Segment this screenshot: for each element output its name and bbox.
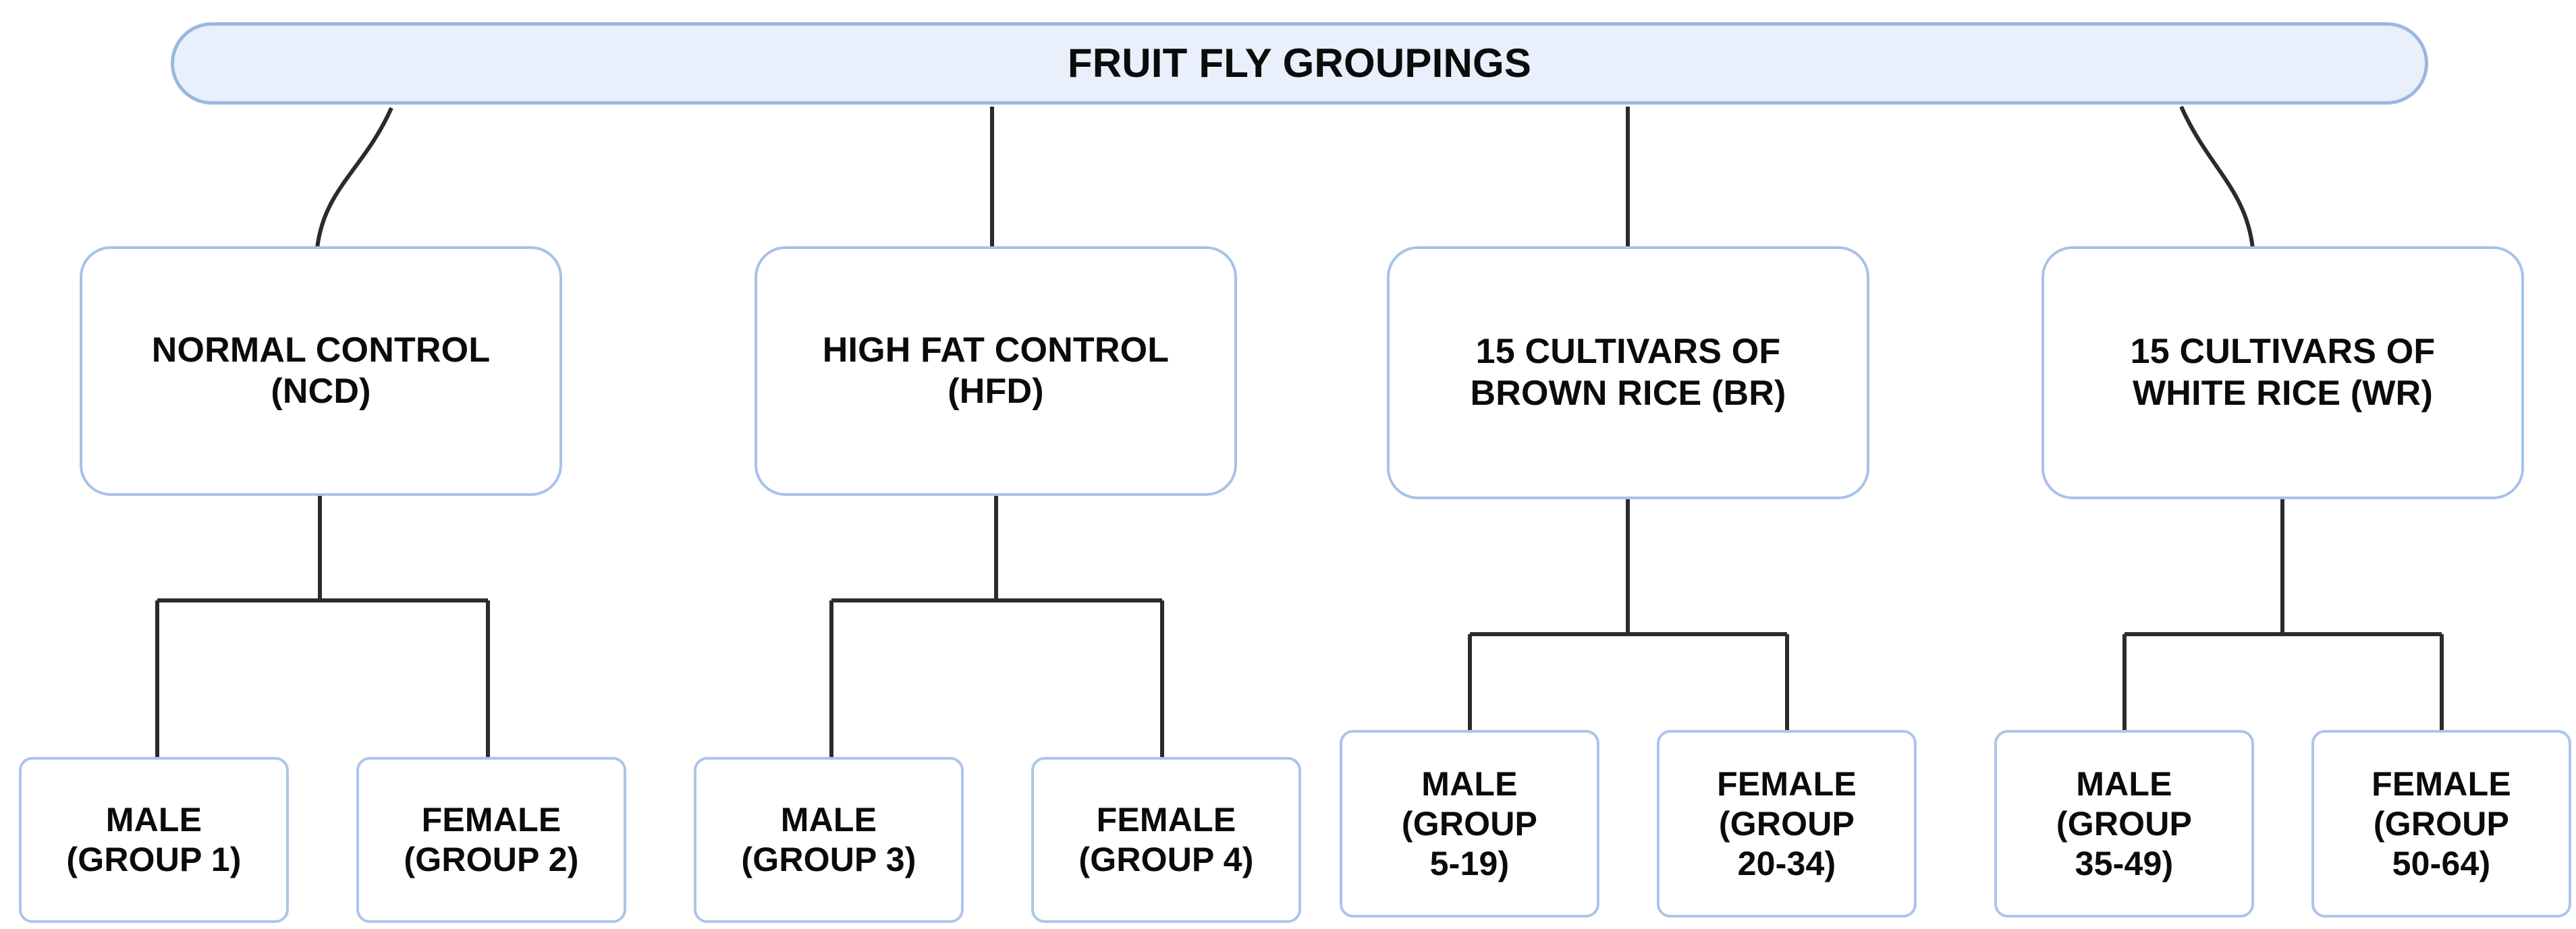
leaf-node-group-5-19[interactable]: MALE (GROUP 5-19) [1340, 730, 1599, 918]
root-node-fruit-fly-groupings[interactable]: FRUIT FLY GROUPINGS [171, 22, 2428, 105]
leaf-node-group-20-34-label: FEMALE (GROUP 20-34) [1717, 764, 1857, 882]
connector-root-to-wr [2179, 105, 2255, 249]
root-node-label: FRUIT FLY GROUPINGS [1067, 40, 1532, 86]
leaf-node-group-35-49[interactable]: MALE (GROUP 35-49) [1994, 730, 2254, 918]
group-node-ncd[interactable]: NORMAL CONTROL (NCD) [80, 246, 562, 496]
group-node-br[interactable]: 15 CULTIVARS OF BROWN RICE (BR) [1387, 246, 1869, 499]
leaf-node-group-3-label: MALE (GROUP 3) [741, 801, 916, 878]
leaf-node-group-20-34[interactable]: FEMALE (GROUP 20-34) [1657, 730, 1917, 918]
connector-root-to-ncd [315, 107, 393, 249]
leaf-node-group-2[interactable]: FEMALE (GROUP 2) [356, 757, 626, 923]
leaf-node-group-1[interactable]: MALE (GROUP 1) [19, 757, 289, 923]
group-node-ncd-label: NORMAL CONTROL (NCD) [151, 330, 491, 411]
leaf-node-group-50-64[interactable]: FEMALE (GROUP 50-64) [2311, 730, 2571, 918]
leaf-node-group-35-49-label: MALE (GROUP 35-49) [2056, 764, 2193, 882]
leaf-node-group-3[interactable]: MALE (GROUP 3) [694, 757, 964, 923]
leaf-node-group-50-64-label: FEMALE (GROUP 50-64) [2372, 764, 2511, 882]
leaf-node-group-4-label: FEMALE (GROUP 4) [1078, 801, 1254, 878]
leaf-node-group-1-label: MALE (GROUP 1) [66, 801, 242, 878]
group-node-hfd-label: HIGH FAT CONTROL (HFD) [822, 330, 1170, 411]
leaf-node-group-4[interactable]: FEMALE (GROUP 4) [1031, 757, 1301, 923]
group-node-wr[interactable]: 15 CULTIVARS OF WHITE RICE (WR) [2041, 246, 2524, 499]
leaf-node-group-5-19-label: MALE (GROUP 5-19) [1401, 764, 1538, 882]
group-node-br-label: 15 CULTIVARS OF BROWN RICE (BR) [1470, 332, 1786, 413]
leaf-node-group-2-label: FEMALE (GROUP 2) [404, 801, 579, 878]
group-node-hfd[interactable]: HIGH FAT CONTROL (HFD) [755, 246, 1237, 496]
group-node-wr-label: 15 CULTIVARS OF WHITE RICE (WR) [2130, 332, 2436, 413]
